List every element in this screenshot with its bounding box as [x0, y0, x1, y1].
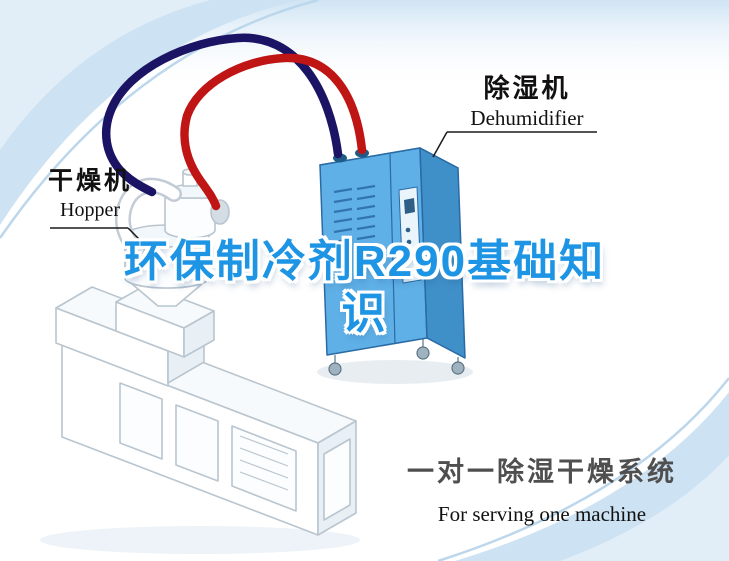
dehumidifier-side [419, 147, 466, 359]
loader [164, 168, 216, 239]
machine-shadow [40, 526, 360, 554]
dehumidifier-unit [317, 147, 473, 384]
main-title: 环保制冷剂R290基础知 识 [0, 236, 729, 340]
caption-en: For serving one machine [437, 502, 647, 526]
hopper-unit [115, 168, 230, 307]
main-title-line2: 识 [341, 288, 388, 338]
main-title-line1: 环保制冷剂R290基础知 [123, 237, 606, 286]
dehumidifier-label: 除湿机 Dehumidifier [443, 74, 611, 131]
vent-grille [333, 184, 376, 264]
bottom-right-swoosh [437, 377, 729, 561]
leader-lines [50, 131, 597, 249]
control-panel [398, 186, 422, 284]
hopper-label-en: Hopper [60, 198, 120, 221]
leader-pointer-hopper [127, 227, 149, 249]
hopper-label-zh: 干燥机 [47, 167, 132, 195]
hopper-label: 干燥机 Hopper [36, 167, 144, 222]
blue-hose [101, 33, 343, 197]
caption-zh: 一对一除湿干燥系统 [407, 457, 677, 487]
elbow-pipe [115, 177, 182, 258]
extruder-machine [40, 284, 360, 554]
door-seam [389, 153, 396, 345]
top-left-swoosh [0, 0, 319, 239]
panel-vent-lines [239, 435, 289, 491]
leader-pointer-dehumidifier [432, 131, 448, 158]
dehumidifier-shadow [317, 360, 473, 384]
wheels [328, 339, 465, 376]
red-hose [180, 53, 367, 211]
bottom-caption: 一对一除湿干燥系统 For serving one machine [392, 450, 692, 527]
dehumidifier-label-en: Dehumidifier [470, 105, 584, 130]
dehumidifier-label-zh: 除湿机 [483, 73, 571, 103]
